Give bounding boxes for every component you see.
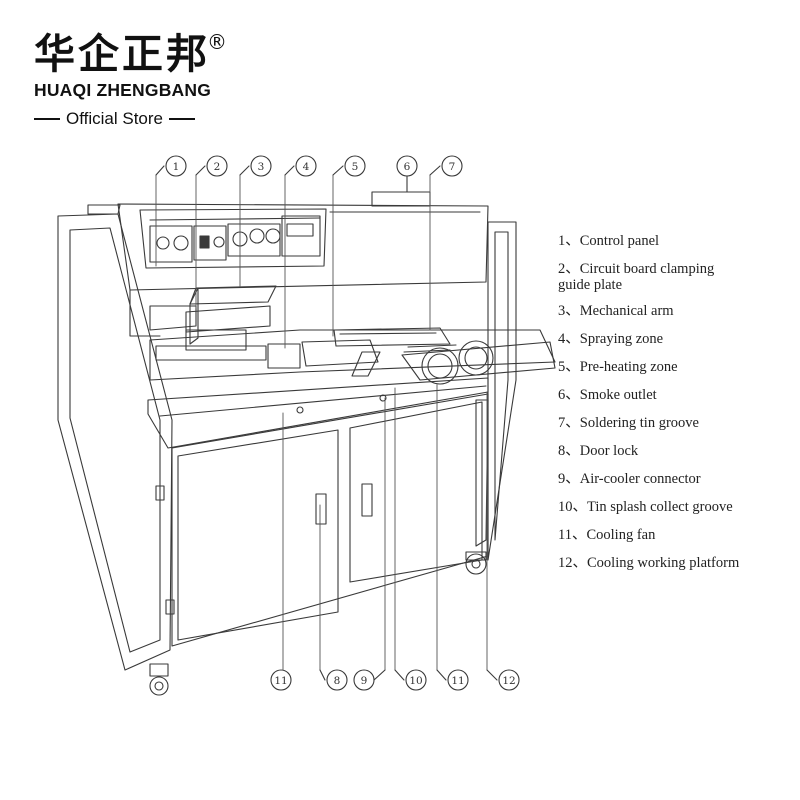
callout-7-label: 7 (449, 161, 456, 173)
legend-item-smoke-outlet: 6、Smoke outlet (558, 387, 657, 403)
callout-9: 9 (353, 669, 386, 691)
callout-10-label: 10 (409, 675, 422, 687)
legend-item-mechanical-arm: 3、Mechanical arm (558, 303, 674, 319)
registered-mark: ® (207, 30, 227, 54)
brand-logo: 华企正邦 ® HUAQI ZHENGBANG Official Store (34, 30, 254, 129)
callout-6: 6 (396, 155, 418, 193)
brand-name-chinese: 华企正邦 (34, 30, 210, 78)
legend-item-control-panel: 1、Control panel (558, 233, 660, 249)
callout-3-label: 3 (258, 161, 265, 173)
legend-item-air-cooler-connector: 9、Air-cooler connector (558, 471, 701, 487)
legend-item-cooling-fan: 11、Cooling fan (558, 527, 656, 543)
callout-9-label: 9 (361, 675, 368, 687)
callout-5: 5 (332, 155, 366, 177)
callout-11-left: 11 (270, 669, 292, 691)
callout-2-label: 2 (214, 161, 221, 173)
callout-10: 10 (394, 669, 427, 691)
callout-12: 12 (486, 669, 520, 691)
callout-4: 4 (284, 155, 317, 177)
legend-item-spraying-zone: 4、Spraying zone (558, 331, 664, 347)
callout-8: 8 (319, 669, 348, 691)
callout-4-label: 4 (303, 161, 310, 173)
callout-8-label: 8 (334, 675, 341, 687)
legend-item-splash-groove: 10、Tin splash collect groove (558, 499, 733, 515)
legend-item-door-lock: 8、Door lock (558, 443, 639, 459)
legend-item-tin-groove: 7、Soldering tin groove (558, 415, 699, 431)
callout-11a-label: 11 (274, 675, 287, 687)
callout-11-right: 11 (436, 669, 469, 691)
callout-1-label: 1 (173, 161, 180, 173)
machine-body (57, 191, 556, 696)
callout-6-label: 6 (404, 161, 411, 173)
callout-1: 1 (155, 155, 187, 177)
callout-5-label: 5 (352, 161, 359, 173)
parts-legend: 1、Control panel 2、Circuit board clamping… (558, 233, 793, 583)
official-store-label: Official Store (34, 109, 254, 129)
legend-item-preheating-zone: 5、Pre-heating zone (558, 359, 678, 375)
store-label-text: Official Store (66, 109, 164, 128)
callout-3: 3 (239, 155, 272, 177)
callout-12-label: 12 (502, 675, 515, 687)
dash-right (169, 117, 196, 120)
callouts-bottom: 11 8 9 10 11 12 (270, 669, 520, 691)
legend-item-guide-plate: 2、Circuit board clamping guide plate (558, 261, 715, 293)
callout-7: 7 (429, 155, 463, 177)
leader-lines (155, 174, 488, 671)
dash-left (34, 117, 60, 120)
brand-name-english: HUAQI ZHENGBANG (34, 80, 212, 100)
callout-11b-label: 11 (451, 675, 464, 687)
callout-2: 2 (195, 155, 228, 177)
legend-item-cooling-platform: 12、Cooling working platform (558, 555, 740, 571)
callouts-top: 1 2 3 4 5 6 7 (155, 155, 463, 193)
